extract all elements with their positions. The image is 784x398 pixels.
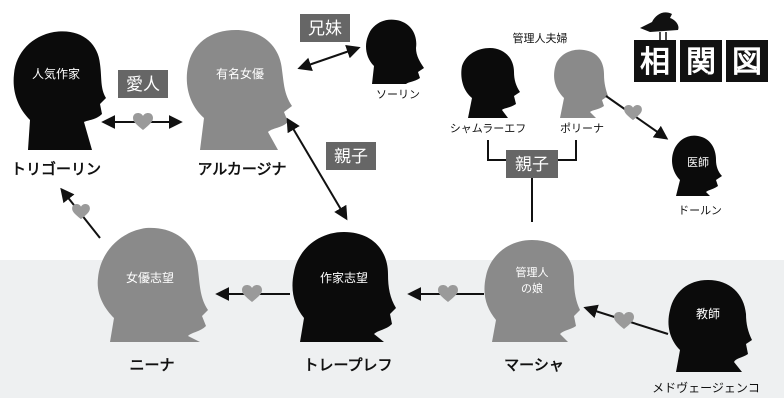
title-char-box-2 [680, 40, 722, 82]
parent-child-2-label: 親子 [515, 155, 549, 175]
treplev-role: 作家志望 [320, 270, 368, 285]
nina-name: ニーナ [129, 356, 174, 374]
title-char-box-1 [634, 40, 676, 82]
seagull-icon [640, 12, 679, 40]
arkadina-name: アルカージナ [197, 160, 286, 178]
parent-child-2-label-box [506, 150, 558, 178]
arkadina-silhouette [186, 30, 292, 150]
dorn-name: ドールン [678, 204, 722, 217]
title-char-box-3 [726, 40, 768, 82]
masha-role-line2: の娘 [521, 281, 543, 295]
nina-trigorin-heart-icon [72, 204, 90, 220]
title-block: 相 関 図 [634, 40, 768, 82]
masha-role-line1: 管理人 [516, 265, 549, 279]
polina-name: ポリーナ [560, 122, 604, 135]
masha-name: マーシャ [504, 356, 564, 374]
nina-role: 女優志望 [126, 270, 174, 285]
medvedenko-silhouette [668, 280, 752, 372]
lovers-label-box [118, 70, 168, 98]
masha-silhouette [484, 240, 580, 342]
medvedenko-role: 教師 [696, 306, 720, 321]
arkadina-role: 有名女優 [216, 66, 264, 81]
dorn-role: 医師 [687, 156, 709, 169]
trigorin-name: トリゴーリン [11, 160, 101, 178]
trigorin-role: 人気作家 [32, 66, 80, 81]
trigorin-silhouette [13, 31, 106, 150]
siblings-arrow [297, 45, 361, 71]
sorin-silhouette [366, 19, 424, 84]
siblings-label-box [300, 14, 350, 42]
dorn-silhouette [672, 135, 722, 196]
lovers-heart-icon [133, 113, 153, 130]
nina-silhouette [97, 227, 208, 342]
steward-couple-label: 管理人夫婦 [513, 31, 568, 45]
title-char-2: 関 [686, 45, 716, 80]
polina-dorn-heart-icon [624, 105, 642, 121]
parent-child-label-box [326, 142, 376, 170]
siblings-label: 兄妹 [308, 19, 342, 39]
polina-silhouette [554, 49, 608, 118]
sorin-name: ソーリン [376, 88, 420, 101]
shamraev-name: シャムラーエフ [450, 122, 526, 135]
parent-child-label: 親子 [334, 147, 368, 167]
title-char-3: 図 [732, 45, 762, 80]
treplev-silhouette [292, 232, 396, 342]
shamraev-silhouette [461, 48, 520, 118]
parent-child-arrow [286, 117, 348, 221]
lovers-label: 愛人 [126, 75, 160, 95]
treplev-name: トレープレフ [303, 356, 392, 374]
title-char-1: 相 [640, 45, 670, 80]
medvedenko-name: メドヴェージェンコ [652, 380, 760, 395]
